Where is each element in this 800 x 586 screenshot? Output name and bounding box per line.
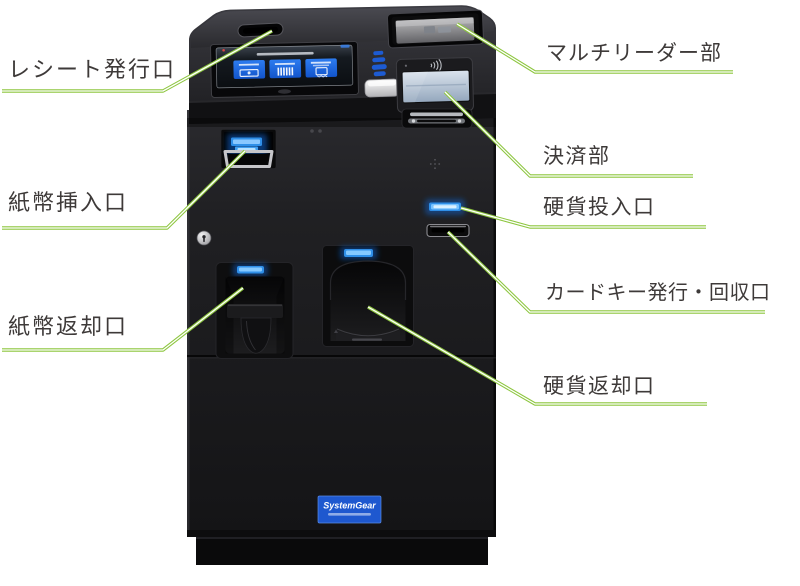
label-coin-insert-slot: 硬貨投入口 (543, 196, 656, 219)
brand-logo-text: SystemGear (323, 501, 376, 511)
pointer-line-bill-return (2, 286, 245, 352)
terminal-screen (401, 69, 471, 104)
console-shadow (187, 118, 496, 127)
brand-logo-plate: SystemGear (317, 495, 382, 524)
multi-reader-unit (386, 9, 485, 49)
pointer-line-bill-insert (2, 149, 247, 230)
screen-button-3 (305, 58, 338, 78)
panel-screw (318, 129, 322, 133)
pointer-line-coin-insert (460, 206, 706, 229)
label-multi-reader: マルチリーダー部 (546, 42, 722, 65)
screen-button-1 (233, 59, 266, 80)
screen-status-dot (222, 48, 225, 52)
screen-sensor (277, 89, 291, 94)
label-coin-return-slot: 硬貨返却口 (543, 375, 656, 398)
payment-terminal (395, 57, 474, 113)
label-bill-insert-slot: 紙幣挿入口 (8, 190, 129, 215)
pointer-line-coin-return (367, 305, 707, 406)
pointer-line-payment (443, 90, 693, 178)
label-bill-return-slot: 紙幣返却口 (8, 314, 129, 339)
coin-return-slot (322, 245, 414, 347)
pointer-line-receipt (2, 29, 273, 93)
bill-return-slot (215, 262, 294, 359)
annotation-lines (2, 22, 765, 406)
brand-logo-tagline (328, 513, 371, 516)
touchscreen (210, 41, 359, 98)
pointer-line-multi-reader (456, 22, 733, 74)
label-receipt-slot: レシート発行口 (8, 57, 177, 82)
kiosk-machine: SystemGear (187, 5, 496, 565)
emv-contactless-icon (371, 50, 387, 77)
label-payment-unit: 決済部 (543, 145, 611, 168)
panel-screw (310, 129, 314, 133)
terminal-card-slot (401, 108, 473, 129)
pointer-line-card-key (446, 230, 765, 314)
key-lock (196, 230, 212, 246)
card-key-slot (426, 223, 470, 238)
panel-cross-mark (429, 158, 441, 170)
coin-insert-slot (425, 199, 465, 215)
console-button (364, 78, 400, 98)
screen-button-2 (269, 59, 302, 79)
receipt-printer-slot (237, 22, 284, 38)
screen-heading-text (256, 51, 314, 56)
kiosk-base (196, 536, 488, 565)
label-card-key-slot: カードキー発行・回収口 (545, 282, 771, 304)
bill-insert-slot (220, 129, 277, 169)
